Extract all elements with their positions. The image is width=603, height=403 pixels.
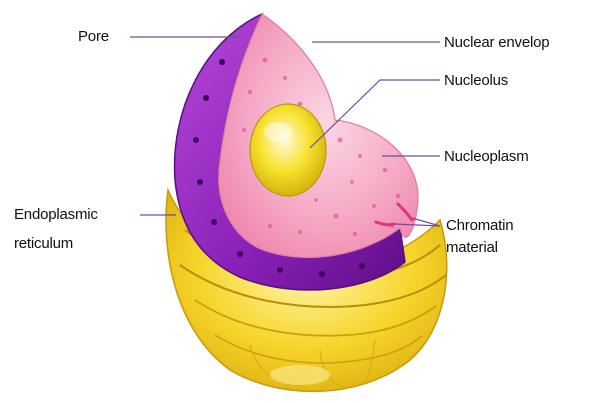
label-pore: Pore	[78, 27, 109, 46]
label-chromatin-material-line2: material	[446, 238, 498, 257]
label-chromatin-material-line1: Chromatin	[446, 216, 513, 235]
label-endoplasmic-reticulum-line2: reticulum	[14, 234, 73, 253]
label-nucleolus: Nucleolus	[444, 71, 508, 90]
label-nucleoplasm: Nucleoplasm	[444, 147, 529, 166]
nucleolus-shape	[250, 104, 326, 196]
label-endoplasmic-reticulum-line1: Endoplasmic	[14, 205, 98, 224]
label-nuclear-envelop: Nuclear envelop	[444, 33, 549, 52]
